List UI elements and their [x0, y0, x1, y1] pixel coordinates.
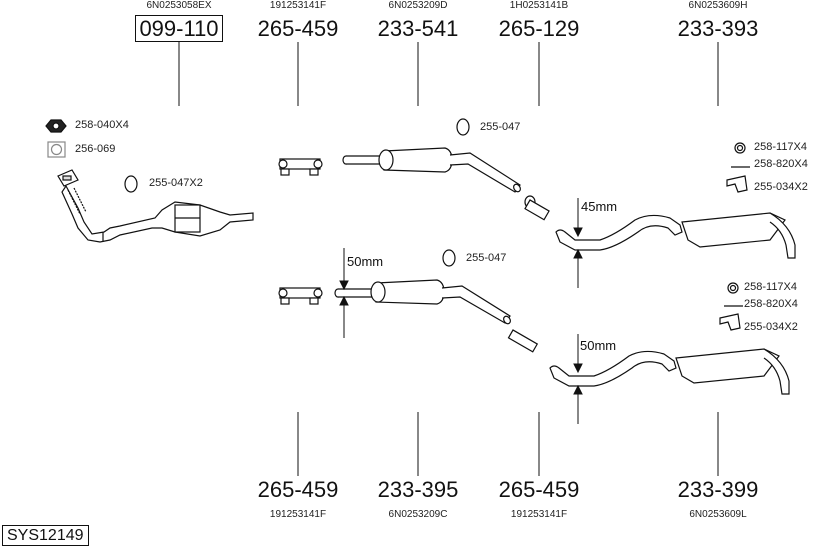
oem-number: 6N0253209C	[388, 509, 448, 520]
lower-rear-silencer-drawing	[549, 348, 790, 395]
rubber-hanger-icon	[442, 249, 456, 267]
oem-number: 191253141F	[269, 509, 327, 520]
upper-middle-silencer-drawing	[278, 147, 550, 221]
accessory-label[interactable]: 255-034X2	[744, 321, 798, 333]
accessory-label[interactable]: 258-117X4	[754, 141, 808, 153]
part-number-connector-upper[interactable]: 265-129	[498, 16, 580, 41]
part-number-middle-silencer-upper[interactable]: 233-541	[377, 16, 459, 41]
oem-number: 6N0253058EX	[146, 0, 212, 11]
accessory-label[interactable]: 258-820X4	[754, 158, 808, 170]
accessory-label[interactable]: 258-040X4	[75, 119, 129, 131]
accessory-label[interactable]: 258-820X4	[744, 298, 798, 310]
rubber-hanger-icon	[124, 175, 138, 193]
dimension-label: 45mm	[581, 199, 618, 214]
rubber-hanger-icon	[456, 118, 470, 136]
accessory-label[interactable]: 255-047	[466, 252, 507, 264]
upper-rear-silencer-drawing	[555, 212, 796, 259]
part-number-connector-lower[interactable]: 265-459	[498, 477, 580, 502]
oem-number: 6N0253209D	[388, 0, 448, 11]
system-code-badge: SYS12149	[2, 525, 89, 546]
catalytic-converter-drawing	[57, 169, 254, 243]
part-number-middle-silencer-lower[interactable]: 233-395	[377, 477, 459, 502]
accessory-label[interactable]: 255-047	[480, 121, 521, 133]
accessory-label[interactable]: 258-117X4	[744, 281, 798, 293]
bracket-icon	[719, 313, 741, 331]
part-number-clamp-upper[interactable]: 265-459	[257, 16, 339, 41]
part-number-rear-silencer-upper[interactable]: 233-393	[677, 16, 759, 41]
dimension-label: 50mm	[347, 254, 384, 269]
accessory-label[interactable]: 255-047X2	[149, 177, 203, 189]
oem-number: 6N0253609L	[689, 509, 747, 520]
accessory-label[interactable]: 255-034X2	[754, 181, 808, 193]
bracket-icon	[726, 175, 748, 193]
dimension-label: 50mm	[580, 338, 617, 353]
part-number-catalyst[interactable]: 099-110	[119, 15, 239, 42]
oem-number: 1H0253141B	[509, 0, 569, 11]
lower-middle-silencer-drawing	[278, 279, 539, 353]
oem-number: 191253141F	[510, 509, 568, 520]
part-number-clamp-lower[interactable]: 265-459	[257, 477, 339, 502]
oem-number: 6N0253609H	[688, 0, 748, 11]
accessory-label[interactable]: 256-069	[75, 143, 116, 155]
oem-number: 191253141F	[269, 0, 327, 11]
part-number-rear-silencer-lower[interactable]: 233-399	[677, 477, 759, 502]
